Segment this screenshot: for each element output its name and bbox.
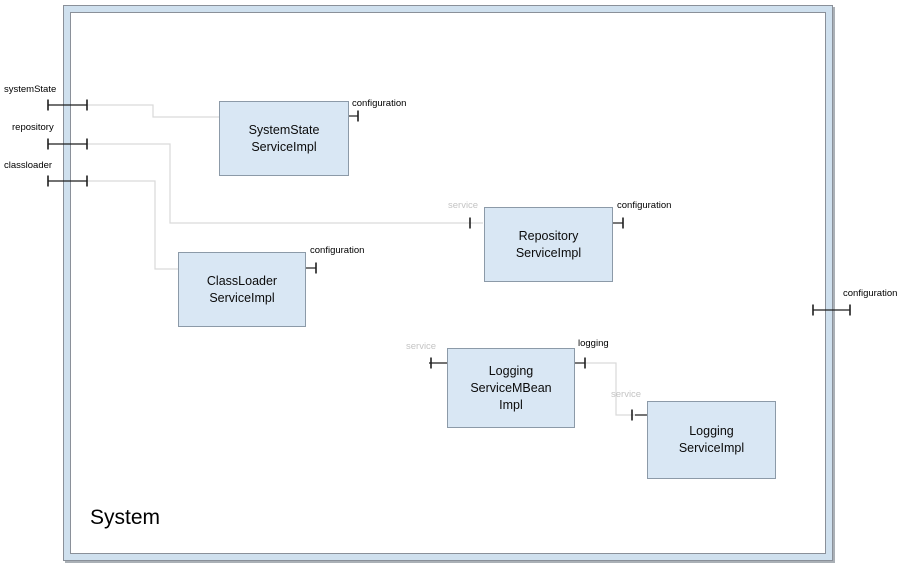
port-label-service: service bbox=[611, 389, 642, 400]
frame-port-label-configuration: configuration bbox=[843, 288, 898, 299]
component-label: SystemState ServiceImpl bbox=[248, 122, 320, 154]
port-label-configuration: configuration bbox=[617, 200, 672, 211]
port-loggingservicembeanimpl-logging[interactable] bbox=[575, 357, 586, 369]
port-systemstateserviceimpl-configuration[interactable] bbox=[349, 110, 359, 122]
port-loggingservicembeanimpl-service[interactable] bbox=[429, 357, 447, 369]
wire-classloader-to-classloaderserviceimpl[interactable] bbox=[87, 180, 178, 270]
port-label-service: service bbox=[406, 341, 437, 352]
frame-port-label-classloader: classloader bbox=[4, 160, 53, 171]
component-systemstate-serviceimpl[interactable]: SystemState ServiceImpl bbox=[219, 101, 349, 176]
port-classloaderserviceimpl-configuration[interactable] bbox=[306, 262, 317, 274]
port-label-logging: logging bbox=[578, 338, 609, 349]
component-classloader-serviceimpl[interactable]: ClassLoader ServiceImpl bbox=[178, 252, 306, 327]
component-logging-servicembean-impl[interactable]: Logging ServiceMBean Impl bbox=[447, 348, 575, 428]
wire-logging-to-loggingserviceimpl[interactable] bbox=[585, 362, 646, 416]
port-label-service: service bbox=[448, 200, 479, 211]
frame-port-label-systemstate: systemState bbox=[4, 84, 57, 95]
component-label: Logging ServiceImpl bbox=[678, 424, 745, 455]
port-loggingserviceimpl-service[interactable] bbox=[631, 409, 647, 421]
component-label: Repository ServiceImpl bbox=[515, 228, 582, 260]
frame-port-configuration[interactable] bbox=[812, 304, 851, 316]
wire-systemstate-to-systemstateserviceimpl[interactable] bbox=[87, 104, 219, 118]
wire-repository-to-repositoryserviceimpl[interactable] bbox=[87, 143, 483, 224]
frame-port-classloader[interactable] bbox=[47, 175, 88, 187]
component-logging-serviceimpl[interactable]: Logging ServiceImpl bbox=[647, 401, 776, 479]
frame-port-systemstate[interactable] bbox=[47, 99, 88, 111]
system-frame[interactable] bbox=[63, 5, 833, 561]
port-label-configuration: configuration bbox=[310, 245, 365, 256]
frame-port-label-repository: repository bbox=[12, 122, 54, 133]
port-label-configuration: configuration bbox=[352, 98, 407, 109]
system-frame-title: System bbox=[90, 506, 161, 529]
port-repositoryserviceimpl-configuration[interactable] bbox=[613, 217, 624, 229]
component-label: ClassLoader ServiceImpl bbox=[206, 273, 278, 305]
component-label: Logging ServiceMBean Impl bbox=[470, 363, 552, 412]
frame-port-repository[interactable] bbox=[47, 138, 88, 150]
component-repository-serviceimpl[interactable]: Repository ServiceImpl bbox=[484, 207, 613, 282]
